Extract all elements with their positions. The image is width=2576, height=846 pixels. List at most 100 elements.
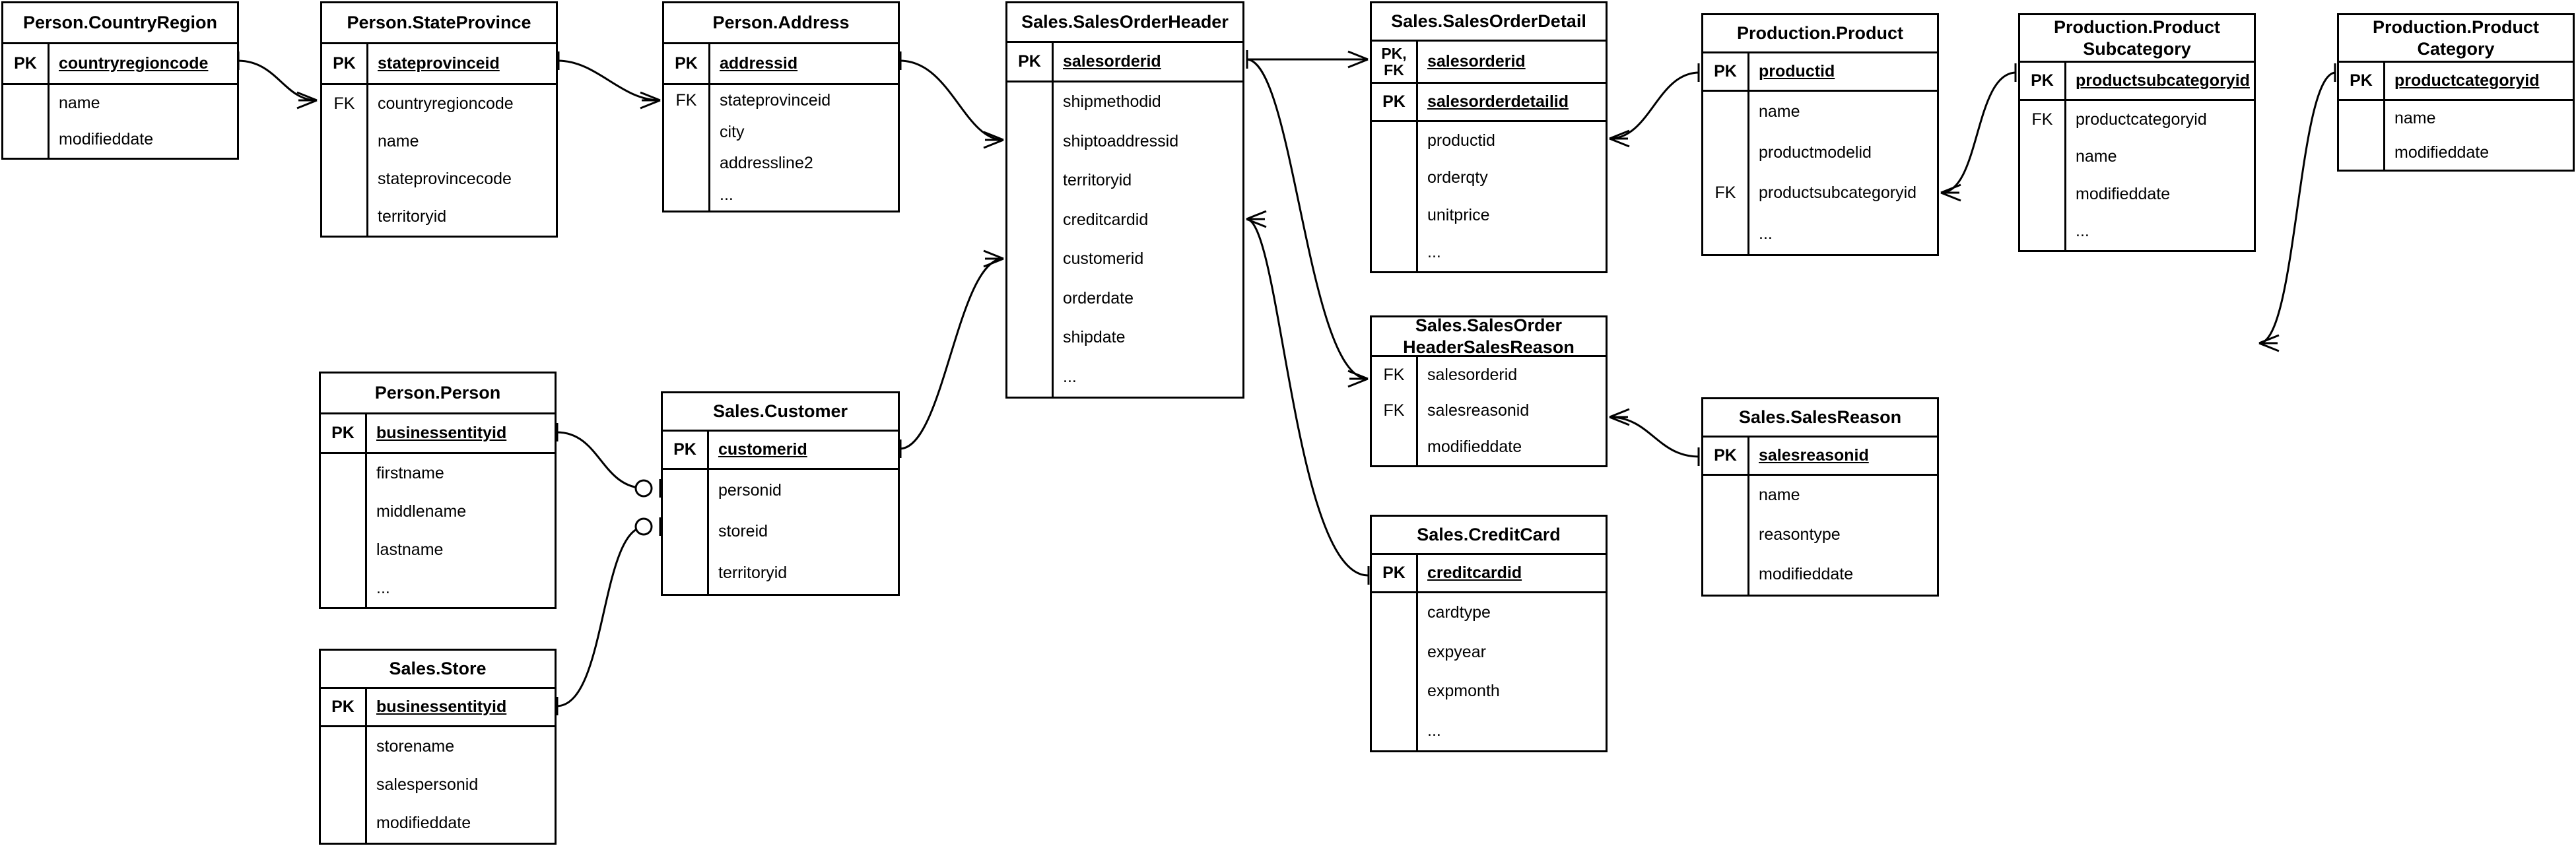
attribute-badge	[1372, 197, 1416, 234]
entity-title: Person.CountryRegion	[3, 3, 237, 44]
attribute-name: ...	[1063, 367, 1077, 386]
pk-fk-row: PK, FK salesorderid	[1372, 42, 1606, 84]
attribute-badge	[1372, 593, 1416, 633]
attribute-names: name productmodelid productsubcategoryid…	[1749, 92, 1937, 254]
entity-production-productcategory[interactable]: Production.Product Category PK productca…	[2337, 13, 2575, 172]
attribute-badges: FK	[664, 85, 710, 211]
attribute-name: modifieddate	[2394, 143, 2490, 162]
attribute-body: FK productcategoryid name modifieddate .…	[2020, 101, 2254, 250]
pk-row: PK salesorderid	[1007, 43, 1242, 82]
attribute-badge	[664, 117, 708, 148]
attribute-badge	[321, 569, 365, 607]
attribute-badge	[1703, 476, 1747, 515]
entity-title: Production.Product	[1703, 15, 1937, 53]
attribute-badge: FK	[675, 91, 697, 110]
attribute-badge	[1703, 555, 1747, 595]
link-productsubcategory-product	[1940, 63, 2017, 202]
attribute-name: storename	[376, 736, 455, 756]
attribute-badge	[2339, 135, 2383, 170]
attribute-badge	[1007, 318, 1052, 358]
attribute-badge	[1372, 160, 1416, 197]
attribute-body: name reasontype modifieddate	[1703, 476, 1937, 595]
entity-sales-salesreason[interactable]: Sales.SalesReason PK salesreasonid name …	[1701, 397, 1939, 597]
link-salesorderheader-salesorderdetail	[1246, 50, 1369, 69]
attribute-badge	[1007, 122, 1052, 162]
attribute-names: storename salespersonid modifieddate	[367, 727, 555, 843]
pk-row: PK salesreasonid	[1703, 438, 1937, 476]
attribute-badge	[1372, 711, 1416, 751]
attribute-badge	[2020, 213, 2064, 251]
entity-title: Sales.SalesOrderHeader	[1007, 3, 1242, 43]
entity-production-product[interactable]: Production.Product PK productid FK name …	[1701, 13, 1939, 256]
key-badge: PK	[2020, 63, 2066, 99]
attribute-name: productmodelid	[1759, 143, 1872, 162]
field-name: addressid	[720, 54, 798, 73]
link-store-customer	[556, 517, 661, 715]
attribute-badges	[2339, 101, 2385, 170]
attribute-badge	[664, 148, 708, 179]
entity-person-person[interactable]: Person.Person PK businessentityid firstn…	[319, 372, 557, 609]
attribute-name: stateprovinceid	[720, 91, 831, 110]
attribute-name: territoryid	[718, 564, 788, 583]
attribute-names: cardtype expyear expmonth ...	[1418, 593, 1606, 750]
attribute-body: FK countryregioncode name stateprovincec…	[322, 85, 556, 236]
attribute-name: countryregioncode	[378, 94, 514, 113]
key-badge: PK	[1703, 53, 1749, 90]
attribute-badge	[1007, 279, 1052, 319]
attribute-badge: FK	[333, 94, 355, 113]
link-countryregion-stateprovince	[237, 51, 318, 110]
attribute-name: modifieddate	[59, 130, 154, 148]
attribute-body: name modifieddate	[3, 85, 237, 158]
attribute-name: modifieddate	[1427, 438, 1522, 457]
attribute-badges: FK	[322, 85, 368, 236]
attribute-names: name modifieddate	[2385, 101, 2573, 170]
entity-title: Sales.Store	[321, 651, 555, 689]
attribute-name: salesorderid	[1427, 365, 1518, 384]
entity-person-countryregion[interactable]: Person.CountryRegion PK countryregioncod…	[1, 1, 239, 160]
entity-title: Sales.SalesReason	[1703, 399, 1937, 438]
attribute-name: ...	[1427, 243, 1441, 262]
field-name: productid	[1759, 62, 1835, 81]
attribute-badge	[1372, 429, 1416, 465]
entity-title: Person.StateProvince	[322, 3, 556, 44]
attribute-badge	[1703, 92, 1747, 133]
attribute-name: modifieddate	[2076, 184, 2171, 203]
entity-sales-customer[interactable]: Sales.Customer PK customerid personid st…	[661, 391, 900, 596]
entity-sales-salesorderdetail[interactable]: Sales.SalesOrderDetail PK, FK salesorder…	[1370, 1, 1608, 273]
attribute-name: ...	[1759, 224, 1773, 243]
attribute-body: cardtype expyear expmonth ...	[1372, 593, 1606, 750]
attribute-name: orderdate	[1063, 288, 1134, 308]
attribute-name: shipdate	[1063, 328, 1126, 347]
attribute-badge	[663, 470, 707, 511]
attribute-name: ...	[376, 578, 390, 597]
field-name: businessentityid	[376, 698, 507, 716]
attribute-names: firstname middlename lastname ...	[367, 454, 555, 607]
attribute-body: FK FK salesorderid salesreasonid modifie…	[1372, 357, 1606, 465]
attribute-badge	[322, 198, 366, 236]
field-name: salesorderid	[1063, 52, 1161, 71]
attribute-name: lastname	[376, 540, 444, 559]
attribute-badges	[321, 727, 367, 843]
attribute-name: customerid	[1063, 249, 1144, 269]
attribute-body: FK stateprovinceid city addressline2 ...	[664, 85, 898, 211]
entity-sales-salesorderheader[interactable]: Sales.SalesOrderHeader PK salesorderid s…	[1005, 1, 1244, 399]
entity-sales-store[interactable]: Sales.Store PK businessentityid storenam…	[319, 649, 557, 845]
attribute-name: name	[2394, 108, 2436, 127]
entity-sales-salesorderheadersalesreason[interactable]: Sales.SalesOrder HeaderSalesReason FK FK…	[1370, 315, 1608, 467]
entity-person-address[interactable]: Person.Address PK addressid FK stateprov…	[662, 1, 900, 212]
entity-sales-creditcard[interactable]: Sales.CreditCard PK creditcardid cardtyp…	[1370, 515, 1608, 752]
entity-title: Person.Person	[321, 374, 555, 414]
attribute-badge	[1372, 122, 1416, 160]
attribute-badges: FK	[1703, 92, 1749, 254]
entity-person-stateprovince[interactable]: Person.StateProvince PK stateprovinceid …	[320, 1, 558, 238]
link-customer-salesorderheader	[899, 249, 1004, 458]
key-badge: PK	[1703, 438, 1749, 474]
key-badge: PK, FK	[1372, 42, 1418, 82]
pk-row: PK productcategoryid	[2339, 63, 2573, 101]
entity-title: Sales.SalesOrder HeaderSalesReason	[1372, 315, 1606, 357]
attribute-name: name	[378, 132, 419, 150]
attribute-name: unitprice	[1427, 205, 1490, 224]
entity-title: Person.Address	[664, 3, 898, 44]
key-badge: PK	[663, 432, 709, 468]
entity-production-productsubcategory[interactable]: Production.Product Subcategory PK produc…	[2018, 13, 2256, 252]
